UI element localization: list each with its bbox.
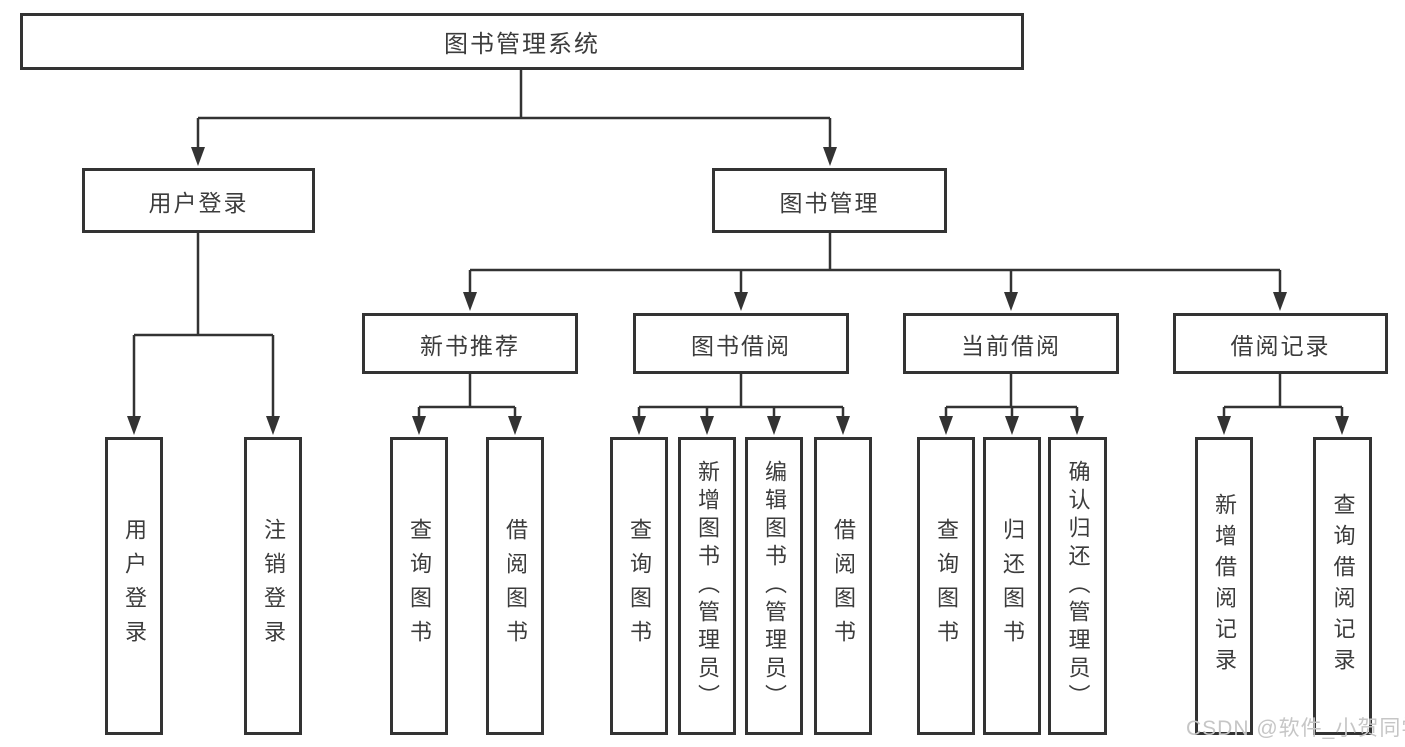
node-new-book-recommend: 新书推荐 — [362, 313, 578, 374]
node-label: 图书借阅 — [691, 332, 791, 359]
node-current-borrowing: 当前借阅 — [903, 313, 1119, 374]
node-user-login: 用户登录 — [82, 168, 315, 233]
leaf-user-login: 用户登录 — [105, 437, 163, 735]
leaf-query-books-current: 查询图书 — [917, 437, 975, 735]
leaf-borrow-books-borrowing: 借阅图书 — [814, 437, 872, 735]
node-label: 当前借阅 — [961, 332, 1061, 359]
leaf-borrow-books-recommend: 借阅图书 — [486, 437, 544, 735]
node-library-management-system: 图书管理系统 — [20, 13, 1024, 70]
node-book-borrowing: 图书借阅 — [633, 313, 849, 374]
leaf-logout: 注销登录 — [244, 437, 302, 735]
leaf-add-borrow-record: 新增借阅记录 — [1195, 437, 1253, 735]
leaf-query-books-recommend: 查询图书 — [390, 437, 448, 735]
node-borrowing-records: 借阅记录 — [1173, 313, 1388, 374]
csdn-watermark: CSDN @软件_小贺同学 — [1186, 717, 1405, 740]
node-label: 新书推荐 — [420, 332, 520, 359]
leaf-query-borrow-record: 查询借阅记录 — [1313, 437, 1372, 735]
leaf-query-books-borrowing: 查询图书 — [610, 437, 668, 735]
node-label: 图书管理系统 — [444, 31, 600, 58]
leaf-return-books: 归还图书 — [983, 437, 1041, 735]
leaf-add-book-admin: 新增图书（管理员） — [678, 437, 736, 735]
node-label: 借阅记录 — [1230, 332, 1331, 359]
leaf-confirm-return-admin: 确认归还（管理员） — [1048, 437, 1107, 735]
leaf-edit-book-admin: 编辑图书（管理员） — [745, 437, 803, 735]
node-label: 用户登录 — [148, 189, 249, 216]
node-label: 图书管理 — [779, 189, 880, 216]
node-book-management: 图书管理 — [712, 168, 947, 233]
